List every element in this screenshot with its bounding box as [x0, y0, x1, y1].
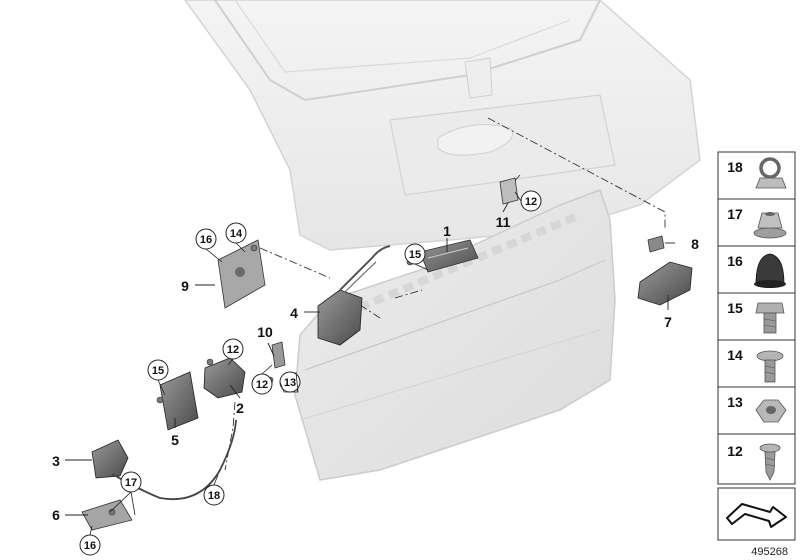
circled-label-12-b: 12: [222, 338, 244, 360]
legend-item-17: 17: [717, 198, 796, 247]
trim-panel: [294, 189, 616, 481]
handle-part: [637, 235, 693, 306]
label-7: 7: [664, 314, 672, 330]
circled-label-16-b: 16: [79, 534, 101, 556]
label-8: 8: [691, 236, 699, 252]
legend-item-18: 18: [717, 151, 796, 200]
legend-number-16: 16: [727, 253, 743, 269]
self-tapping-screw-icon: [759, 443, 781, 481]
circled-text-18: 18: [208, 490, 220, 502]
label-2: 2: [236, 400, 244, 416]
label-5: 5: [171, 432, 179, 448]
circled-label-18: 18: [203, 484, 225, 506]
part-labels: 1 2 3 4 5 6 7 8 9 10 11: [52, 214, 699, 523]
lock-actuator-part: [317, 245, 391, 346]
circled-label-12-a: 12: [520, 190, 542, 212]
legend-item-15: 15: [717, 292, 796, 341]
circled-text-17: 17: [125, 477, 137, 489]
circled-text-12-b: 12: [227, 344, 239, 356]
circled-label-13: 13: [279, 371, 301, 393]
flange-screw-icon: [756, 350, 784, 383]
circled-text-15-a: 15: [409, 249, 421, 261]
label-6: 6: [52, 507, 60, 523]
legend-item-14: 14: [717, 339, 796, 388]
label-3: 3: [52, 453, 60, 469]
circled-label-17: 17: [120, 471, 142, 493]
circled-label-16-a: 16: [195, 228, 217, 250]
circled-label-14: 14: [225, 222, 247, 244]
circled-text-16-a: 16: [200, 234, 212, 246]
direction-arrow-icon: [726, 503, 787, 528]
label-9: 9: [181, 278, 189, 294]
small-bracket-part: [271, 341, 286, 369]
legend-number-18: 18: [727, 159, 743, 175]
tailgate-outline: [184, 0, 701, 251]
legend-item-12: 12: [717, 433, 796, 485]
legend-footer: [717, 487, 796, 541]
fastener-legend: 18 17 16 15: [717, 151, 796, 541]
bracket-part: [419, 239, 479, 273]
label-11: 11: [496, 214, 511, 230]
hex-nut-icon: [755, 399, 787, 423]
hex-bolt-icon: [755, 302, 785, 334]
plate-part: [217, 239, 266, 309]
legend-item-16: 16: [717, 245, 796, 294]
lower-lock-part: [81, 419, 237, 531]
clip-part: [499, 177, 519, 205]
legend-number-14: 14: [727, 347, 743, 363]
diagram-id: 495268: [751, 546, 788, 558]
circled-label-15-b: 15: [147, 359, 169, 381]
legend-item-13: 13: [717, 386, 796, 435]
legend-number-12: 12: [727, 443, 743, 459]
label-1: 1: [443, 223, 451, 239]
circled-label-15-a: 15: [404, 243, 426, 265]
circled-text-16-b: 16: [84, 540, 96, 552]
circled-text-12-c: 12: [256, 379, 268, 391]
eye-bolt-icon: [755, 157, 787, 189]
rubber-cap-icon: [754, 253, 786, 288]
label-4: 4: [290, 305, 298, 321]
circled-text-12-a: 12: [525, 196, 537, 208]
flange-nut-icon: [753, 212, 787, 239]
legend-number-13: 13: [727, 394, 743, 410]
legend-number-17: 17: [727, 206, 743, 222]
circled-text-13: 13: [284, 377, 296, 389]
circled-text-14: 14: [230, 228, 243, 240]
circled-text-15-b: 15: [152, 365, 164, 377]
circled-leaders: [89, 191, 522, 536]
label-10: 10: [257, 324, 273, 340]
lock-housing-part: [159, 371, 199, 431]
label-leaders: [65, 202, 675, 516]
circled-label-12-c: 12: [251, 373, 273, 395]
legend-number-15: 15: [727, 300, 743, 316]
